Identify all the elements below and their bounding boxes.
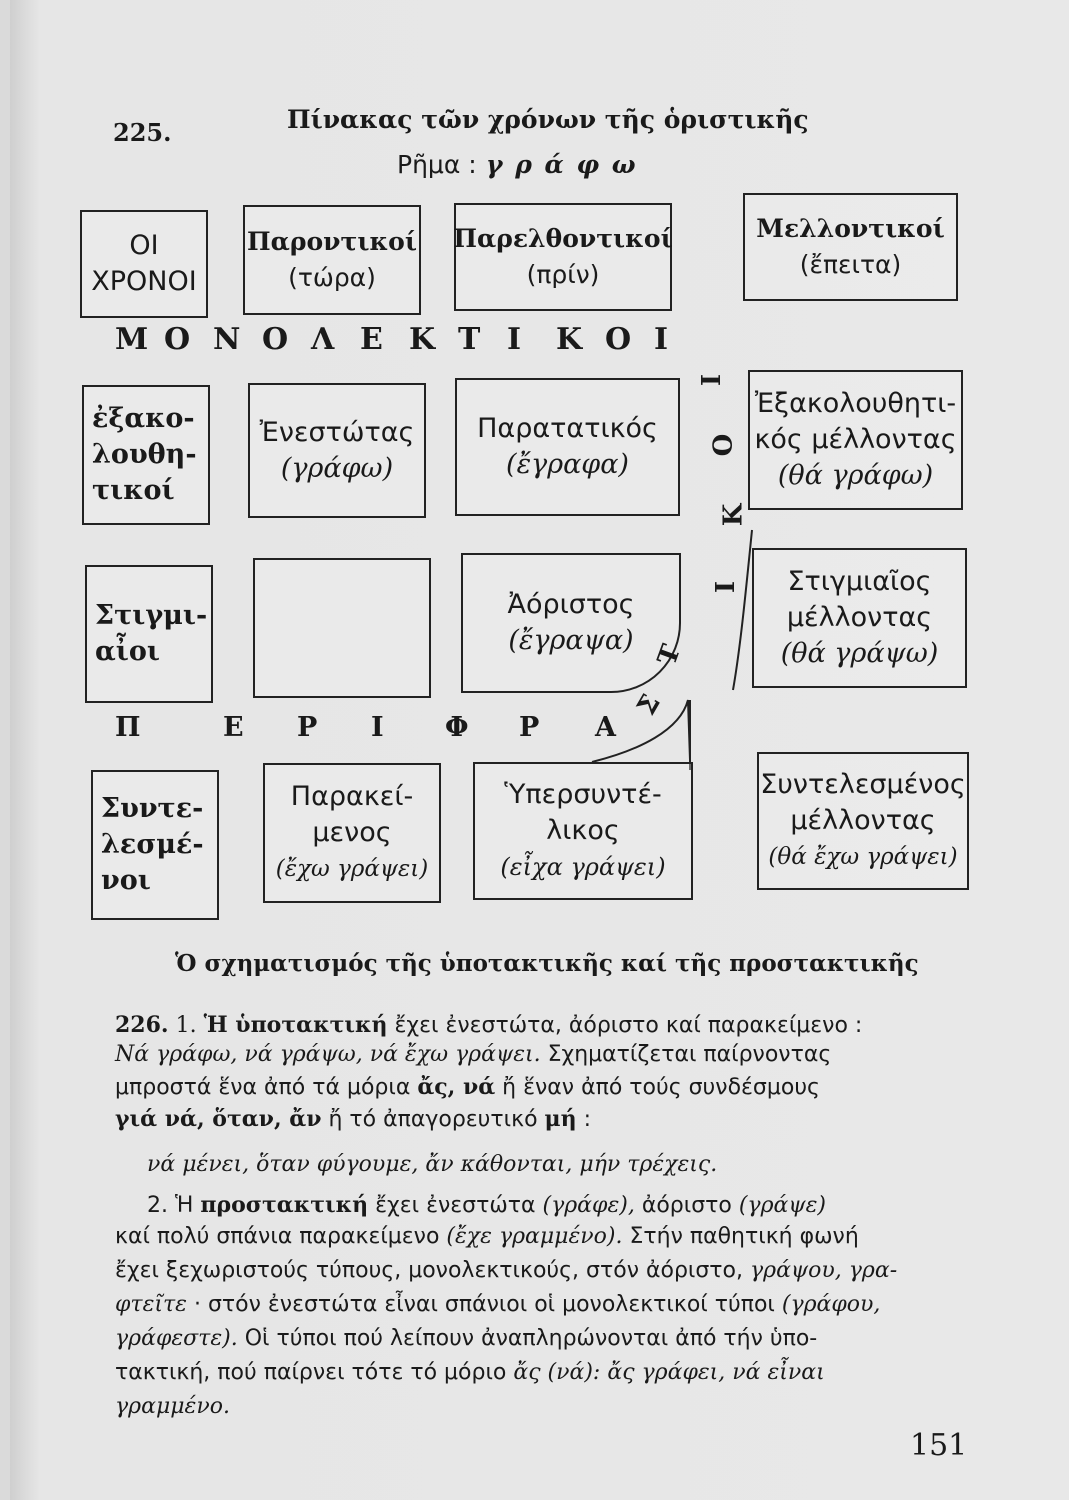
text-line: γράφεστε). Οἱ τύποι πού λείπουν ἀναπληρώ… [115,1326,818,1351]
text-line: γιά νά, ὅταν, ἄν ἤ τό ἀπαγορευτικό μή : [115,1106,592,1132]
row-label-continuous: ἐξακο- λουθη- τικοί [82,385,210,525]
text-line: τακτική, πού παίρνει τότε τό μόριο ἄς (ν… [115,1360,825,1385]
text-line: Νά γράφω, νά γράψω, νά ἔχω γράψει. Σχημα… [115,1042,832,1067]
cell-present-tense: Ἐνεστώτας (γράφω) [248,383,426,518]
example-line: νά μένει, ὅταν φύγουμε, ἄν κάθονται, μήν… [147,1152,718,1177]
book-page [10,0,1069,1500]
page-number: 151 [910,1428,968,1463]
column-header-past: Παρελθοντικοί (πρίν) [453,203,673,311]
cell-future-continuous: Ἐξακολουθητι- κός μέλλοντας (θά γράφω) [748,370,963,510]
verb-word: γ ρ ά φ ω [486,150,638,179]
row-label-momentary: Στιγμι- αἶοι [85,565,213,703]
text-line: 2. Ἡ προστακτική ἔχει ἐνεστώτα (γράφε), … [147,1192,827,1218]
text-line: μπροστά ἕνα ἀπό τά μόρια ἄς, νά ἤ ἕναν ἀ… [115,1074,820,1100]
text-line: γραμμένο. [115,1394,230,1419]
cell-imperfect: Παρατατικός (ἔγραφα) [455,378,680,516]
section-subheading: Ὁ σχηματισμός τῆς ὑποτακτικῆς καί τῆς πρ… [175,950,919,977]
cell-future-simple: Στιγμιαῖος μέλλοντας (θά γράψω) [752,548,967,688]
verb-label: Ρῆμα : [397,150,477,179]
section-number: 225. [113,118,172,147]
times-header-cell: ΟΙ ΧΡΟΝΟΙ [80,210,208,318]
cell-aorist: Ἀόριστος (ἔγραψα) [461,553,681,693]
row-label-perfect: Συντε- λεσμέ- νοι [91,770,219,920]
diagonal-letter: Ι [697,373,728,387]
text-line: φτεῖτε · στόν ἐνεστώτα εἶναι σπάνιοι οἱ … [115,1292,881,1317]
diagonal-letter: Κ [718,503,749,527]
text-line: καί πολύ σπάνια παρακείμενο (ἔχε γραμμέν… [115,1224,859,1249]
text-line: 226. 1. Ἡ ὑποτακτική ἔχει ἐνεστώτα, ἀόρι… [115,1012,863,1038]
column-header-present: Παροντικοί (τώρα) [243,205,421,315]
table-title: Πίνακας τῶν χρόνων τῆς ὁριστικῆς [287,105,809,134]
column-header-future: Μελλοντικοί (ἔπειτα) [743,193,958,301]
section-226-text: 226. 1. Ἡ ὑποτακτική ἔχει ἐνεστώτα, ἀόρι… [115,1002,955,1442]
cell-pluperfect: Ὑπερσυντέ- λικος (εἶχα γράψει) [473,762,693,900]
cell-empty [253,558,431,698]
text-line: ἔχει ξεχωριστούς τύπους, μονολεκτικούς, … [115,1258,898,1283]
cell-present-perfect: Παρακεί- μενος (ἔχω γράψει) [263,763,441,903]
diagonal-letter: Ο [708,433,739,457]
diagonal-letter: Ι [711,580,742,594]
cell-future-perfect: Συντελεσμένος μέλλοντας (θά ἔχω γράψει) [757,752,969,890]
